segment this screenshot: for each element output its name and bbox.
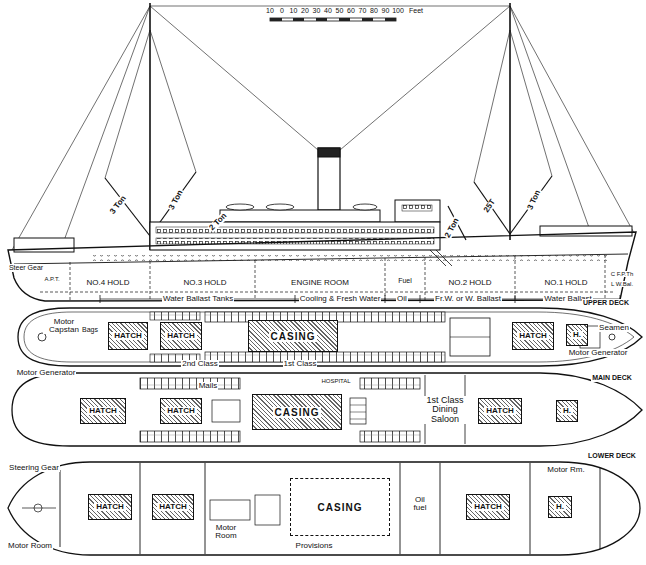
scale-number: 60	[346, 7, 356, 14]
box-label: HATCH	[517, 332, 548, 341]
box-label: HATCH	[87, 407, 118, 416]
room-label: HOSPITAL	[320, 378, 351, 384]
casing-box: CASING	[290, 478, 390, 536]
tank-label: Oil	[396, 295, 408, 303]
room-label: Seamen	[598, 324, 630, 332]
box-label: CASING	[273, 407, 322, 418]
room-label: Bags	[81, 326, 99, 333]
derrick-capacity: 3 Ton	[525, 188, 542, 212]
compartment-label: Fuel	[397, 277, 413, 284]
scale-number: 20	[300, 7, 310, 14]
hold-label: NO.3 HOLD	[182, 279, 227, 287]
room-label: Motor Capstan	[43, 318, 85, 335]
box-label: HATCH	[165, 332, 196, 341]
scale-number: 0	[279, 7, 285, 14]
box-label: H.	[554, 503, 566, 512]
room-label: Motor Generator	[16, 369, 77, 377]
deck-title: LOWER DECK	[587, 452, 637, 459]
room-label: Motor Room	[7, 542, 53, 550]
room-label: Provisions	[295, 542, 334, 550]
tank-label: Fr.W. or W. Ballast	[434, 295, 502, 303]
box-label: CASING	[269, 331, 318, 342]
hatch-box: HATCH	[478, 398, 522, 424]
hatch-box: H.	[556, 400, 578, 422]
compartment-label: A.P.T.	[43, 276, 60, 282]
scale-number: 80	[369, 7, 379, 14]
room-label: Oil fuel	[408, 496, 432, 513]
box-label: HATCH	[112, 332, 143, 341]
scale-number: 90	[381, 7, 391, 14]
derrick-capacity: 3 Ton	[167, 188, 185, 212]
room-label: 1st Class	[283, 360, 318, 368]
box-label: HATCH	[472, 503, 503, 512]
room-label: Steering Gear	[8, 464, 60, 472]
box-label: HATCH	[484, 407, 515, 416]
hatch-box: HATCH	[160, 398, 202, 424]
hatch-box: HATCH	[160, 322, 202, 350]
room-label: Motor Rm.	[546, 466, 585, 474]
compartment-label: ENGINE ROOM	[290, 279, 350, 287]
casing-box: CASING	[252, 394, 342, 430]
box-label: HATCH	[165, 407, 196, 416]
box-label: HATCH	[94, 503, 125, 512]
scale-number: 30	[312, 7, 322, 14]
scale-unit: Feet	[408, 7, 424, 14]
casing-box: CASING	[248, 320, 338, 352]
hatch-box: HATCH	[88, 494, 132, 520]
hold-label: NO.1 HOLD	[543, 279, 588, 287]
deck-title: MAIN DECK	[591, 374, 633, 381]
box-label: CASING	[316, 502, 365, 513]
room-label: Motor Generator	[568, 349, 629, 357]
box-label: H.	[571, 331, 583, 340]
hatch-box: HATCH	[466, 494, 510, 520]
hatch-box: HATCH	[152, 494, 194, 520]
hold-label: NO.2 HOLD	[447, 279, 492, 287]
hatch-box: HATCH	[80, 398, 126, 424]
box-label: H.	[561, 407, 573, 416]
tank-label: Cooling & Fresh Water	[299, 295, 382, 303]
tank-label: Water Ballast Tanks	[162, 295, 234, 303]
deck-title: UPPER DECK	[582, 299, 630, 306]
compartment-label: C F.P.Th	[610, 271, 635, 277]
hold-label: NO.4 HOLD	[85, 279, 130, 287]
room-label: 1st Class Dining Saloon	[423, 396, 467, 424]
room-label: Mails	[198, 382, 219, 390]
hatch-box: HATCH	[512, 322, 554, 350]
hatch-box: HATCH	[108, 322, 148, 350]
room-label: 2nd Class	[181, 360, 219, 368]
scale-number: 10	[289, 7, 299, 14]
scale-number: 10	[265, 7, 275, 14]
hatch-box: H.	[566, 324, 588, 346]
scale-number: 100	[391, 7, 405, 14]
room-label: Motor Room	[207, 524, 245, 541]
compartment-label: Steer Gear	[8, 264, 44, 271]
scale-number: 40	[323, 7, 333, 14]
compartment-label: L W.Bal.	[610, 281, 634, 287]
hatch-box: H.	[548, 496, 572, 518]
box-label: HATCH	[157, 503, 188, 512]
scale-number: 50	[335, 7, 345, 14]
scale-number: 70	[358, 7, 368, 14]
